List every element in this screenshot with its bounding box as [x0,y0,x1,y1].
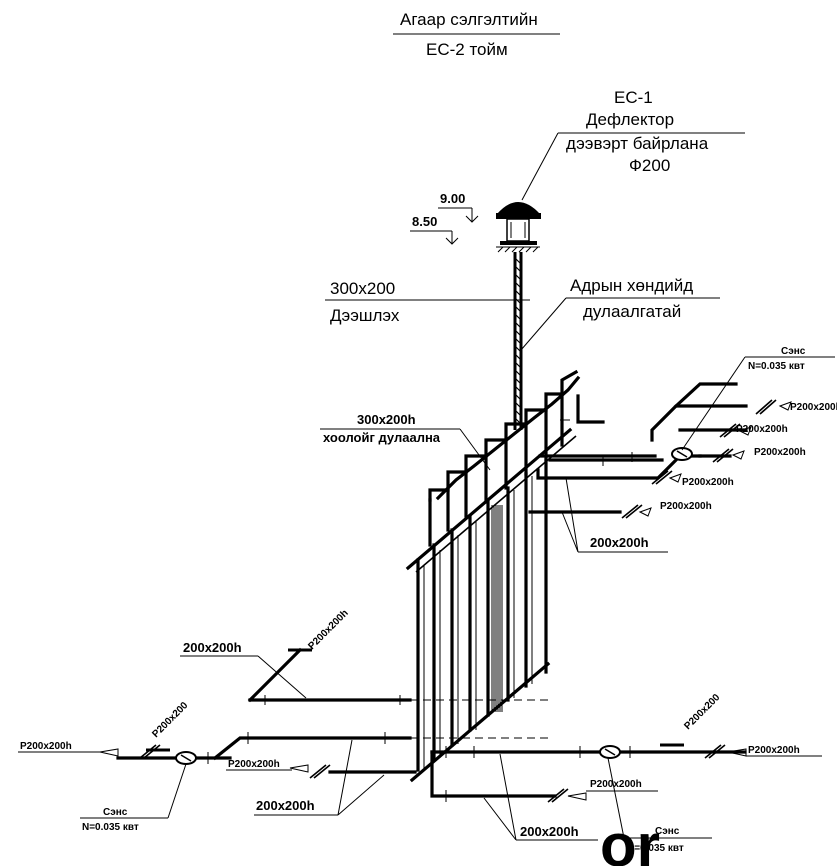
fan-left-bottom-icon [175,751,197,765]
level-lower-marker [445,231,459,245]
collector-vertical-ducts [416,392,564,772]
right-bottom-branch-ducts [430,743,747,803]
branch-left-upper-200-label: 200х200h [183,640,242,655]
level-lower: 8.50 [412,214,437,229]
fan-left-bottom-name: Сэнс [103,807,128,818]
fan-left-bottom-leader [167,763,187,819]
fan-right-bottom-leader [607,757,625,839]
collector-header-duct-2 [435,375,581,501]
grille-right-diag-label: Р200х200 [682,692,722,732]
branch-left-lower-200-label: 200х200h [256,798,315,813]
fan-left-bottom-power: N=0.035 квт [82,822,139,833]
fan-right-top-leader [681,356,746,451]
riser-size: 300х200 [330,279,395,298]
fan-right-bottom-power: N=0.035 квт [627,843,684,854]
branch-bottom-200-label: 200х200h [520,824,579,839]
collector-size: 300х200h [357,412,416,427]
grille-r1-label: Р200х200h [790,402,837,413]
deflector-icon [496,202,541,253]
riser-insulation-line2: дулаалгатай [583,302,681,321]
riser-insulation-leader [520,297,567,351]
collector-diagonal-duct [405,427,573,571]
grille-r3-label: Р200х200h [754,447,806,458]
deflector-diameter: Ф200 [629,156,670,175]
grille-r2-label: Р200х200h [736,424,788,435]
deflector-name: Дефлектор [586,110,674,129]
collector-note: хоолойг дулаална [323,430,441,445]
grille-r5-label: Р200х200h [660,501,712,512]
collector-lower-diagonal [409,661,551,783]
fan-right-bottom-name: Сэнс [655,826,680,837]
grille-right-far-label: Р200х200h [748,745,800,756]
branch-bottom-200-leaders [483,753,517,841]
grille-left-far-label: Р200х200h [20,741,72,752]
grille-left-mid-label: Р200х200h [228,759,280,770]
fan-right-top-icon [671,447,693,461]
riser-insulation-line1: Адрын хөндийд [570,276,693,295]
deflector-leader [521,132,559,201]
header-title-line2: ЕС-2 тойм [426,40,508,59]
branch-right-200-leaders [561,477,579,553]
grille-bottom-mid-label: Р200х200h [590,779,642,790]
branch-right-200-label: 200х200h [590,535,649,550]
branch-left-upper-200-leader [257,655,307,699]
grille-left-200-label: Р200х200 [150,700,190,740]
header-title-line1: Агаар сэлгэлтийн [400,10,538,29]
deflector-code: ЕС-1 [614,88,653,107]
left-upper-branch-duct [247,647,303,703]
deflector-note: дээвэрт байрлана [566,134,709,153]
riser-duct [513,252,523,430]
fan-right-top-name: Сэнс [781,346,806,357]
left-bottom-branch-ducts [99,732,548,779]
level-top-marker [465,208,479,223]
fan-right-bottom-icon [599,745,621,759]
right-grilles [621,399,792,519]
fan-right-top-power: N=0.035 квт [748,361,805,372]
watermark: or [600,812,660,866]
collector-header-duct [428,369,579,502]
grille-left-diag-label: Р200х200h [306,608,350,652]
riser-name: Дээшлэх [330,306,400,325]
level-top: 9.00 [440,191,465,206]
grille-r4-label: Р200х200h [682,477,734,488]
branch-left-lower-200-leaders [337,739,385,816]
